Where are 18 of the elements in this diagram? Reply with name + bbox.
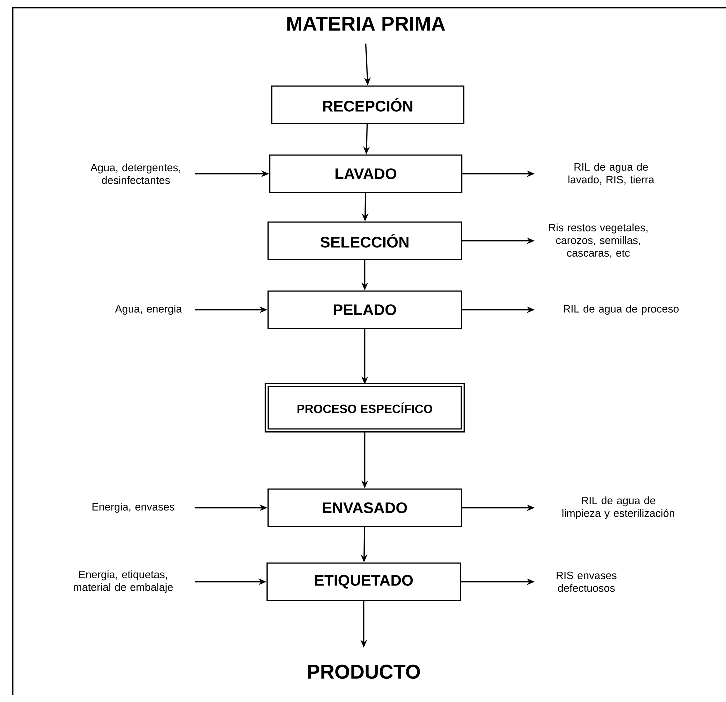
process-box: RECEPCIÓN (271, 86, 465, 124)
flow-terminal-text: PRODUCTO (308, 664, 420, 680)
input-text: Agua, detergentes, desinfectantes (90, 164, 180, 184)
input-text: Agua, energia (115, 305, 182, 315)
process-box: SELECCIÓN (268, 222, 462, 260)
process-box: ENVASADO (268, 488, 462, 528)
output-text: RIL de agua de lavado, RIS, tierra (568, 163, 655, 185)
output-text: Ris restos vegetales, carozos, semillas, cascaras, etc (549, 224, 648, 258)
process-box: ETIQUETADO (266, 562, 462, 602)
process-box: LAVADO (269, 154, 463, 194)
output-text: RIS envases defectuosos (556, 572, 617, 592)
output-text: RIL de agua de proceso (564, 305, 679, 315)
process-box: PROCESO ESPECÍFICO (264, 383, 466, 433)
flow-terminal-text: MATERIA PRIMA (288, 17, 446, 31)
process-box: PELADO (268, 290, 462, 330)
input-text: Energia, envases (92, 503, 175, 513)
output-text: RIL de agua de limpieza y esterilización (562, 496, 674, 520)
input-text: Energia, etiquetas, material de embalaje (74, 570, 173, 594)
